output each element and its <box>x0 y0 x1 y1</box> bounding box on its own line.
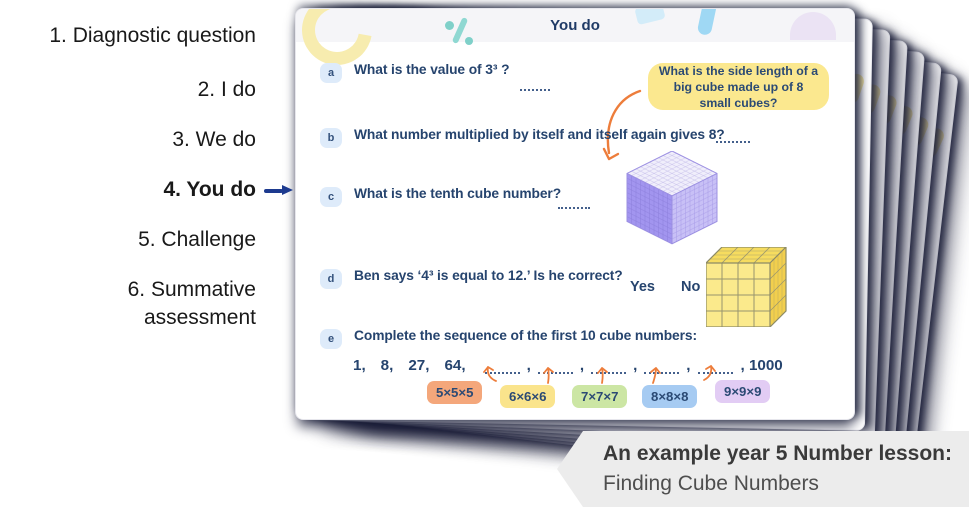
step-label: 5. Challenge <box>138 228 256 251</box>
question-letter-badge: e <box>320 329 342 349</box>
step-label: 1. Diagnostic question <box>49 24 256 47</box>
sequence-value: 64, <box>444 357 466 374</box>
option-yes[interactable]: Yes <box>630 279 655 295</box>
step-you-do-active: 4. You do <box>18 176 293 204</box>
sequence-blank-4[interactable] <box>644 359 680 374</box>
dot-icon <box>445 21 454 30</box>
separator: , <box>633 357 638 374</box>
card-header <box>296 9 854 42</box>
step-label: 4. You do <box>163 178 256 201</box>
dot-icon <box>465 37 473 45</box>
sequence-value: 8, <box>380 357 394 374</box>
caption-title: An example year 5 Number lesson: <box>603 442 952 465</box>
question-c-text: What is the tenth cube number? <box>354 186 562 201</box>
sequence-blank-5[interactable] <box>697 359 733 374</box>
worksheet-card: You do a What is the value of 3³ ? What … <box>295 8 855 420</box>
step-label: 3. We do <box>172 128 256 151</box>
question-a-text: What is the value of 3³ ? <box>354 62 510 77</box>
hint-chip-5x5x5: 5×5×5 <box>427 381 483 404</box>
answer-blank-b[interactable] <box>716 129 750 143</box>
curved-up-arrow-icon <box>597 367 608 384</box>
card-title: You do <box>550 17 600 34</box>
question-letter-badge: d <box>320 269 342 289</box>
curved-up-arrow-icon <box>543 367 554 384</box>
step-we-do: 3. We do <box>18 126 256 154</box>
sequence-blank-3[interactable] <box>591 359 627 374</box>
hint-chip-9x9x9: 9×9×9 <box>715 380 771 403</box>
separator: , <box>686 357 691 374</box>
question-e-text: Complete the sequence of the first 10 cu… <box>354 328 697 343</box>
step-summative-assessment: 6. Summative assessment <box>18 276 256 332</box>
question-b-text: What number multiplied by itself and its… <box>354 127 725 142</box>
step-label: 6. Summative assessment <box>127 278 256 329</box>
curved-up-arrow-icon <box>703 365 716 381</box>
step-i-do: 2. I do <box>18 76 256 104</box>
separator: , <box>526 357 531 374</box>
sequence-end-value: , 1000 <box>740 357 783 374</box>
sequence-value: 1, <box>353 357 366 374</box>
arrow-head <box>282 185 293 195</box>
arrow-shaft <box>264 189 283 193</box>
answer-blank-a[interactable] <box>520 77 550 91</box>
curved-down-arrow-icon <box>602 89 642 161</box>
active-step-arrow-icon <box>264 185 294 196</box>
percent-icon <box>444 16 476 47</box>
separator: , <box>579 357 585 374</box>
yes-no-options: Yes No <box>630 279 722 295</box>
cube-10x10x10-icon <box>626 151 718 245</box>
hint-speech-bubble: What is the side length of a big cube ma… <box>648 63 829 110</box>
question-letter-badge: a <box>320 63 342 83</box>
sequence-value: 27, <box>408 357 430 374</box>
curved-up-arrow-icon <box>650 367 661 384</box>
answer-blank-c[interactable] <box>558 195 590 209</box>
caption-banner: An example year 5 Number lesson: Finding… <box>557 431 969 507</box>
cube-number-sequence: 1, 8, 27, 64, , , , , , 1000 <box>353 357 783 374</box>
step-label: 2. I do <box>197 78 256 101</box>
sequence-blank-1[interactable] <box>484 359 520 374</box>
step-challenge: 5. Challenge <box>18 226 256 254</box>
question-letter-badge: c <box>320 187 342 207</box>
sequence-blank-2[interactable] <box>537 359 573 374</box>
caption-subtitle: Finding Cube Numbers <box>603 472 819 495</box>
question-d-text: Ben says ‘4³ is equal to 12.’ Is he corr… <box>354 268 623 283</box>
question-letter-badge: b <box>320 128 342 148</box>
hint-chip-8x8x8: 8×8×8 <box>642 385 698 408</box>
hint-chip-7x7x7: 7×7×7 <box>572 385 628 408</box>
option-no[interactable]: No <box>681 279 701 295</box>
lesson-steps-list: 1. Diagnostic question 2. I do 3. We do … <box>18 22 293 354</box>
step-diagnostic-question: 1. Diagnostic question <box>18 22 256 50</box>
hint-chip-6x6x6: 6×6×6 <box>500 385 556 408</box>
cube-4x4x4-icon <box>706 247 787 327</box>
curved-up-arrow-icon <box>483 366 497 382</box>
